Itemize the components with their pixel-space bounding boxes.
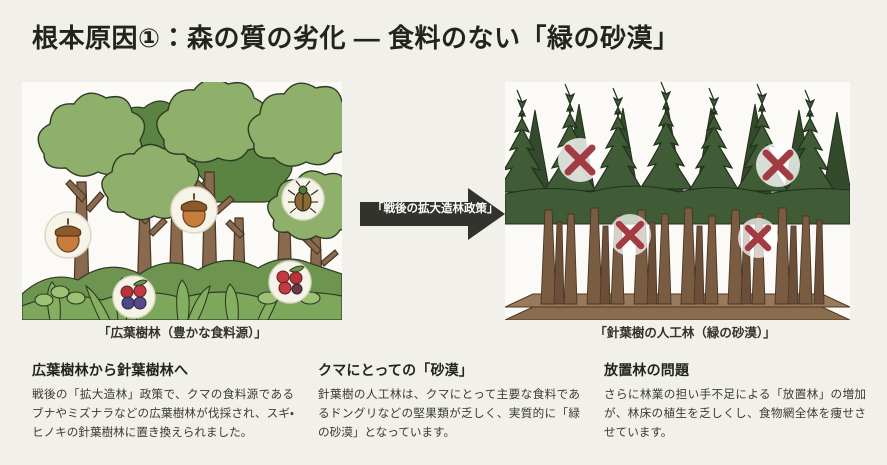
arrow-shape (360, 188, 505, 240)
red-x-icon (564, 144, 596, 176)
column-heading: クマにとっての「砂漠」 (318, 362, 474, 378)
arrow-label: 「戦後の拡大造林政策」 (372, 203, 499, 215)
explanation-columns: 広葉樹林から針葉樹林へ 戦後の「拡大造林」政策で、クマの食料源であるブナやミズナ… (0, 360, 887, 465)
cross-badge (558, 138, 602, 182)
cross-badge (756, 143, 800, 187)
right-panel-caption: 「針葉樹の人工林（緑の砂漠）」 (594, 326, 776, 340)
left-panel-caption: 「広葉樹林（豊かな食料源）」 (98, 326, 267, 340)
conifer-plantation-svg (505, 82, 850, 320)
page-title: 根本原因①：森の質の劣化 ― 食料のない「緑の砂漠」 (32, 23, 680, 53)
red-x-icon (744, 224, 772, 252)
cross-badge (609, 214, 651, 256)
column-heading: 広葉樹林から針葉樹林へ (32, 362, 189, 378)
berry-badge (112, 275, 156, 319)
acorn-icon (180, 193, 208, 228)
acorn-badge (170, 186, 218, 234)
red-x-icon (615, 220, 645, 250)
berry-badge (268, 260, 312, 304)
red-x-icon (762, 149, 794, 181)
cross-badge (738, 218, 778, 258)
column-body: 針葉樹の人工林は、クマにとって主要な食料であるドングリなどの堅果類が乏しく、実質… (318, 388, 580, 439)
berry-icon (120, 279, 148, 310)
column-body: 戦後の「拡大造林」政策で、クマの食料源であるブナやミズナラなどの広葉樹林が伐採さ… (32, 388, 294, 439)
column-broadleaf-to-conifer: 広葉樹林から針葉樹林へ 戦後の「拡大造林」政策で、クマの食料源であるブナやミズナ… (32, 360, 294, 442)
column-desert-for-bears: クマにとっての「砂漠」 針葉樹の人工林は、クマにとって主要な食料であるドングリな… (318, 360, 580, 442)
broadleaf-forest-svg (22, 82, 342, 320)
broadleaf-forest-illustration (22, 82, 342, 320)
column-abandoned-forest: 放置林の問題 さらに林業の担い手不足による「放置林」の増加が、林床の植生を乏しく… (604, 360, 866, 442)
conifer-plantation-illustration (505, 82, 850, 320)
transition-arrow: 「戦後の拡大造林政策」 (360, 188, 505, 240)
acorn-badge (44, 211, 92, 259)
column-body: さらに林業の担い手不足による「放置林」の増加が、林床の植生を乏しくし、食物網全体… (604, 388, 866, 439)
berry-icon (276, 265, 305, 295)
beetle-icon (287, 180, 319, 214)
column-heading: 放置林の問題 (604, 362, 690, 378)
acorn-icon (54, 218, 82, 253)
beetle-badge (281, 177, 325, 221)
